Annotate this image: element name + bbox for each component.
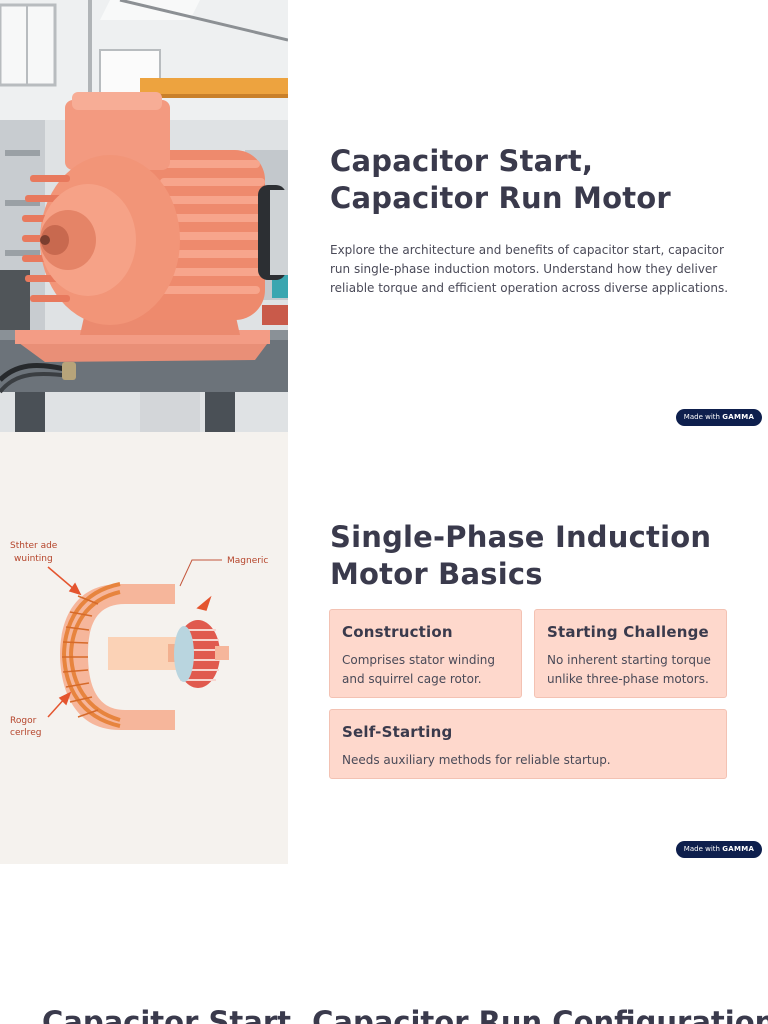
- intro-description: Explore the architecture and benefits of…: [330, 243, 729, 295]
- card-construction: Construction Comprises stator winding an…: [329, 609, 522, 698]
- basics-text-column: Single-Phase Induction Motor Basics: [330, 519, 730, 593]
- slide-induction-basics: Sthter ade wuinting Magneric Rogor cerlr…: [0, 432, 768, 864]
- card-starting-challenge: Starting Challenge No inherent starting …: [534, 609, 727, 698]
- intro-text-column: Capacitor Start, Capacitor Run Motor Exp…: [330, 143, 730, 298]
- motor-photo: [0, 0, 288, 432]
- card-title: Construction: [342, 623, 453, 641]
- gamma-logo: GAMMA: [722, 413, 755, 421]
- badge-prefix: Made with: [683, 845, 720, 853]
- card-title: Self-Starting: [342, 723, 453, 741]
- gamma-logo: GAMMA: [722, 845, 755, 853]
- diagram-label-stator: Sthter ade wuinting: [10, 541, 60, 564]
- motor-diagram: Sthter ade wuinting Magneric Rogor cerlr…: [0, 432, 288, 864]
- card-text: Needs auxiliary methods for reliable sta…: [342, 753, 611, 767]
- section-title: Capacitor Start, Capacitor Run Configura…: [42, 1005, 768, 1024]
- card-text: No inherent starting torque unlike three…: [547, 653, 711, 686]
- badge-prefix: Made with: [683, 413, 720, 421]
- card-text: Comprises stator winding and squirrel ca…: [342, 653, 496, 686]
- motor-diagram-illustration: Sthter ade wuinting Magneric Rogor cerlr…: [0, 432, 288, 864]
- card-title: Starting Challenge: [547, 623, 709, 641]
- made-with-gamma-badge[interactable]: Made with GAMMA: [676, 841, 762, 858]
- motor-photo-illustration: [0, 0, 288, 432]
- diagram-label-rotor: Rogor cerlreg: [10, 716, 41, 738]
- section-title: Single-Phase Induction Motor Basics: [330, 520, 712, 591]
- page-title: Capacitor Start, Capacitor Run Motor: [330, 144, 671, 215]
- slide-configuration: Capacitor Start, Capacitor Run Configura…: [0, 864, 768, 1024]
- slide-motor-intro: Capacitor Start, Capacitor Run Motor Exp…: [0, 0, 768, 432]
- card-self-starting: Self-Starting Needs auxiliary methods fo…: [329, 709, 727, 779]
- diagram-label-magnetic: Magneric: [227, 556, 268, 566]
- made-with-gamma-badge[interactable]: Made with GAMMA: [676, 409, 762, 426]
